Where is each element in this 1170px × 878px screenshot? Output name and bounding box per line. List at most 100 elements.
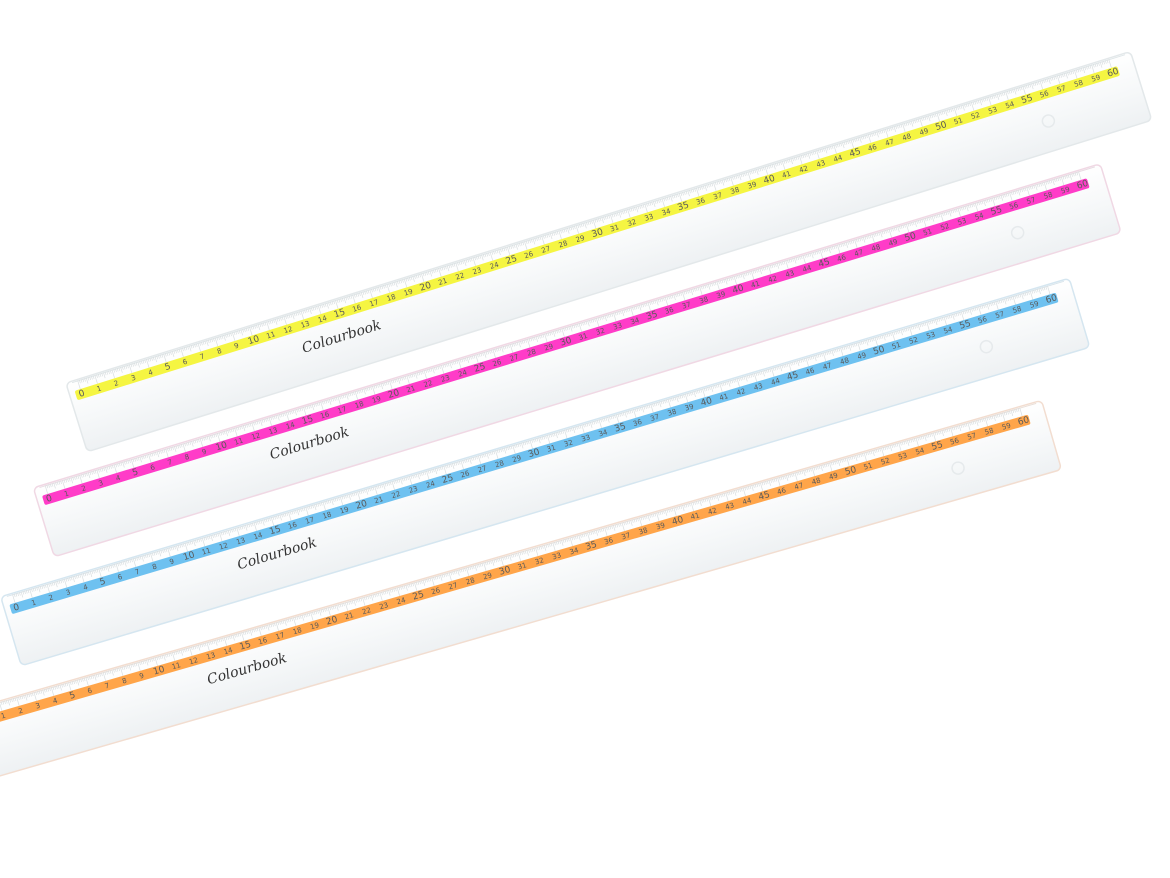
- tick-mark: [691, 391, 694, 396]
- tick-mark: [222, 531, 225, 535]
- tick-mark: [91, 471, 93, 475]
- tick-mark: [215, 433, 217, 437]
- tick-mark: [94, 374, 98, 384]
- tick-mark: [1099, 61, 1103, 68]
- tick-mark: [864, 135, 867, 139]
- tick-mark: [591, 421, 594, 425]
- tick-mark: [50, 582, 52, 587]
- tick-mark: [379, 484, 382, 489]
- scale-number: 37: [621, 531, 632, 541]
- tick-mark: [630, 519, 633, 526]
- tick-mark: [981, 305, 984, 309]
- tick-mark: [568, 537, 570, 542]
- tick-mark: [362, 291, 365, 296]
- tick-mark: [800, 255, 803, 260]
- tick-mark: [859, 341, 861, 346]
- tick-mark: [486, 561, 489, 565]
- tick-mark: [178, 650, 181, 654]
- tick-mark: [810, 467, 812, 472]
- tick-mark: [550, 542, 553, 547]
- tick-mark: [638, 407, 640, 412]
- tick-mark: [974, 420, 977, 425]
- tick-mark: [170, 652, 172, 657]
- tick-mark: [624, 411, 627, 418]
- tick-mark: [816, 150, 820, 159]
- tick-mark: [211, 434, 214, 439]
- tick-mark: [566, 326, 569, 331]
- tick-mark: [969, 102, 971, 107]
- tick-mark: [664, 509, 668, 516]
- tick-mark: [559, 328, 562, 333]
- tick-mark: [502, 346, 505, 350]
- tick-mark: [331, 301, 334, 305]
- tick-mark: [990, 302, 992, 307]
- tick-mark: [558, 431, 561, 435]
- tick-mark: [432, 367, 435, 374]
- color-band: [42, 178, 1090, 505]
- tick-mark: [713, 495, 715, 500]
- tick-mark: [1002, 298, 1004, 303]
- tick-mark: [104, 671, 107, 676]
- tick-mark: [789, 473, 792, 478]
- tick-mark: [734, 378, 737, 383]
- tick-mark: [920, 435, 923, 440]
- tick-mark: [724, 381, 727, 386]
- tick-mark: [890, 332, 892, 336]
- tick-mark: [115, 368, 117, 373]
- tick-mark: [561, 229, 564, 233]
- scale-number: 55: [1020, 93, 1034, 106]
- tick-mark: [552, 542, 556, 552]
- tick-mark: [640, 204, 643, 209]
- tick-mark: [41, 585, 44, 589]
- tick-mark: [24, 590, 26, 595]
- scale-number: 51: [863, 461, 874, 471]
- tick-mark: [67, 577, 70, 582]
- tick-mark: [504, 345, 507, 350]
- tick-mark: [796, 471, 798, 476]
- tick-mark: [488, 560, 491, 565]
- tick-mark: [697, 187, 700, 191]
- tick-mark: [682, 191, 684, 196]
- tick-mark: [419, 472, 421, 477]
- tick-mark: [170, 351, 172, 355]
- scale-number: 30: [527, 447, 541, 460]
- tick-mark: [910, 438, 913, 443]
- tick-mark: [548, 233, 550, 238]
- tick-mark: [401, 376, 403, 381]
- tick-mark: [396, 479, 399, 484]
- tick-mark: [459, 569, 461, 573]
- tick-mark: [65, 478, 68, 483]
- tick-mark: [220, 531, 223, 536]
- tick-mark: [1031, 185, 1034, 189]
- tick-mark: [669, 295, 672, 299]
- tick-mark: [386, 590, 389, 594]
- tick-mark: [943, 429, 945, 434]
- tick-mark: [1010, 296, 1013, 300]
- tick-mark: [906, 439, 910, 446]
- tick-mark: [489, 350, 491, 354]
- tick-mark: [340, 395, 343, 399]
- tick-mark: [603, 417, 606, 422]
- tick-mark: [1103, 60, 1105, 65]
- tick-mark: [983, 200, 986, 206]
- tick-mark: [926, 115, 928, 120]
- tick-mark: [811, 467, 816, 477]
- tick-mark: [831, 246, 834, 250]
- tick-mark: [970, 101, 975, 111]
- tick-mark: [607, 526, 610, 530]
- tick-mark: [262, 322, 265, 327]
- tick-mark: [860, 453, 862, 458]
- tick-mark: [130, 363, 133, 368]
- tick-mark: [256, 420, 259, 425]
- tick-mark: [268, 417, 272, 427]
- tick-mark: [931, 432, 933, 437]
- tick-mark: [544, 234, 547, 239]
- tick-mark: [673, 507, 677, 517]
- tick-mark: [47, 688, 50, 692]
- tick-mark: [369, 595, 371, 599]
- tick-mark: [765, 480, 767, 485]
- tick-mark: [533, 438, 535, 443]
- tick-mark: [144, 454, 147, 459]
- scale-number: 44: [770, 377, 781, 387]
- tick-mark: [540, 334, 543, 339]
